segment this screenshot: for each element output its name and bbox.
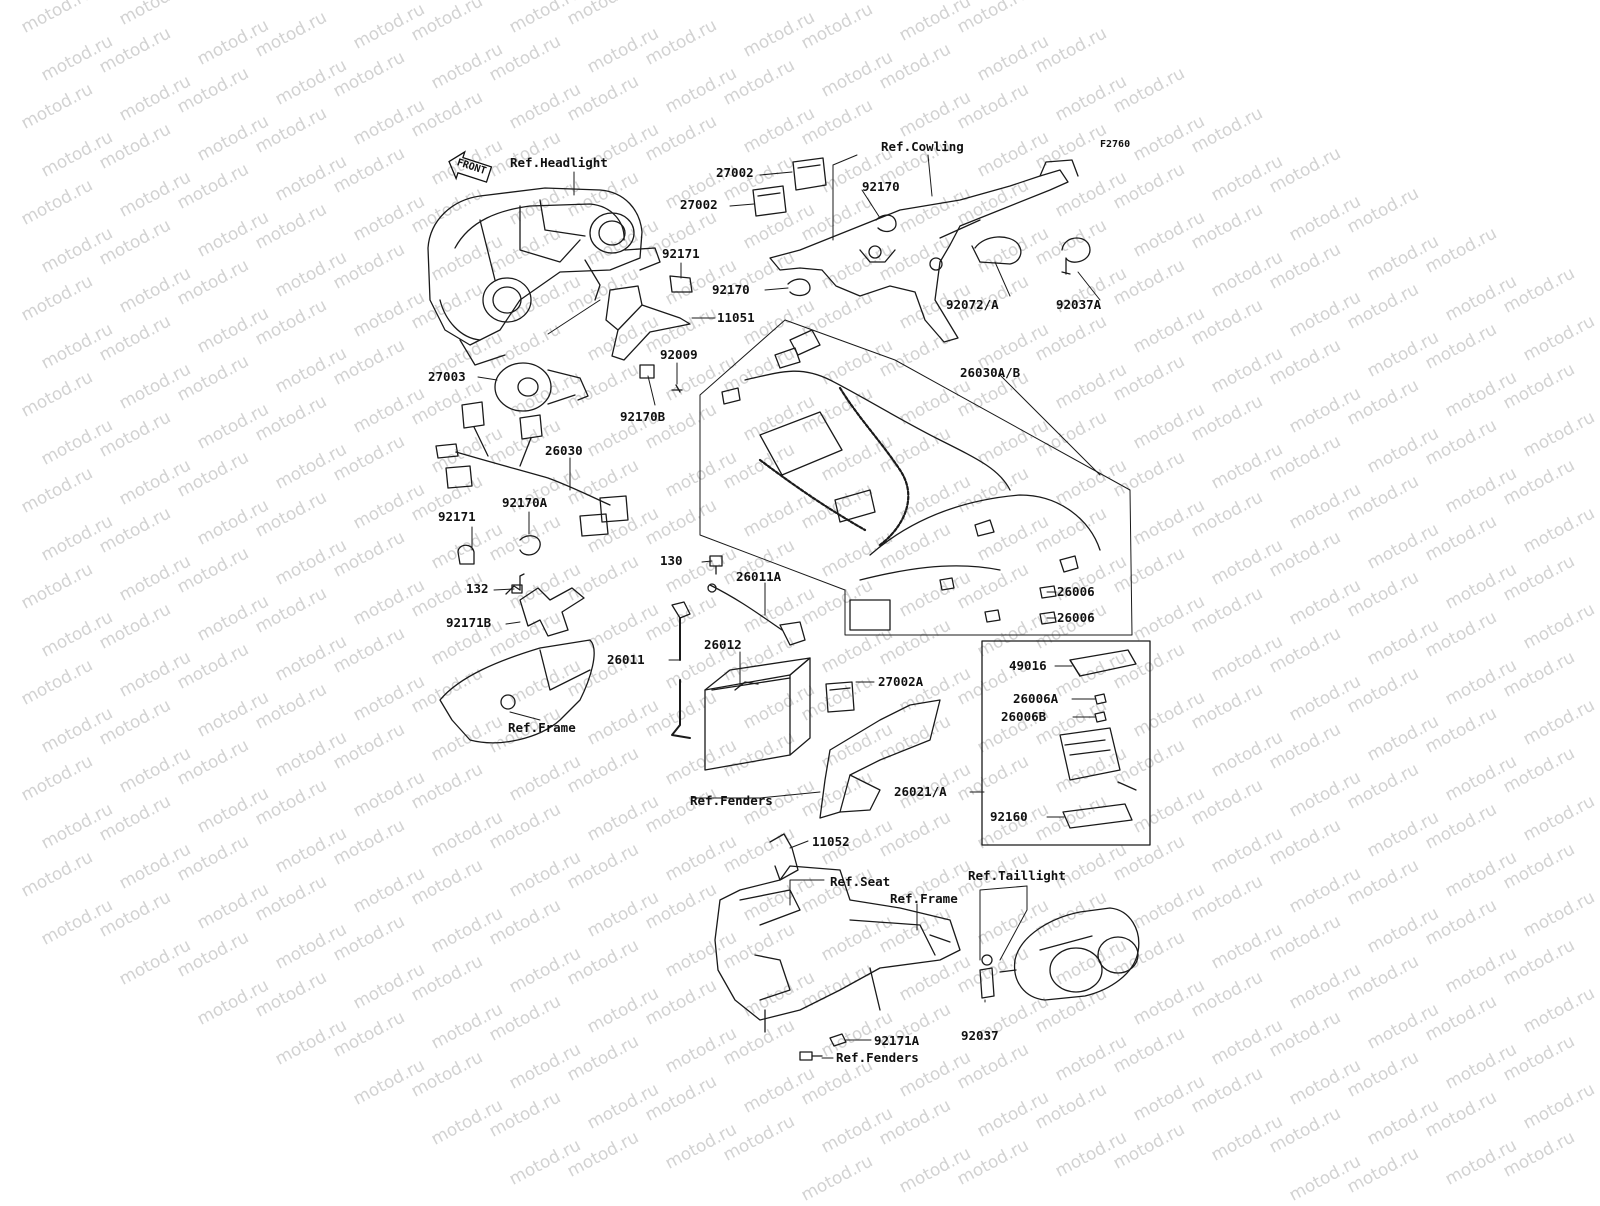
label-27002-a: 27002	[716, 165, 754, 180]
label-92009: 92009	[660, 347, 698, 362]
label-130: 130	[660, 553, 683, 568]
label-26006b: 26006B	[1001, 709, 1047, 724]
headlight-assembly	[427, 187, 661, 366]
label-92171b: 92171B	[446, 615, 492, 630]
label-26012: 26012	[704, 637, 742, 652]
taillight-assembly	[999, 907, 1140, 1001]
label-11052: 11052	[812, 834, 850, 849]
label-92170-mid: 92170	[712, 282, 750, 297]
label-92037: 92037	[961, 1028, 999, 1043]
battery-cable-26011a	[707, 583, 806, 646]
label-26021a: 26021/A	[894, 784, 947, 799]
label-26011a: 26011A	[736, 569, 782, 584]
label-92171a: 92171A	[874, 1033, 920, 1048]
label-49016: 49016	[1009, 658, 1047, 673]
battery-cable-26011	[671, 601, 691, 739]
label-ref-fenders-bottom: Ref.Fenders	[836, 1050, 919, 1065]
label-27002a: 27002A	[878, 674, 924, 689]
sub-harness-26030	[435, 401, 629, 537]
cowling-bracket	[769, 159, 1079, 343]
rear-frame	[714, 865, 961, 1033]
battery-26012	[704, 657, 811, 771]
bolt-130	[709, 555, 723, 575]
label-27003: 27003	[428, 369, 466, 384]
clamp-92171a	[829, 1033, 847, 1047]
clamp-92037a	[1061, 237, 1091, 275]
leader-lines	[471, 154, 1101, 1059]
clamp-92170-mid	[787, 278, 811, 297]
label-ref-fenders-mid: Ref.Fenders	[690, 793, 773, 808]
label-ref-cowling: Ref.Cowling	[881, 139, 964, 154]
label-26006-b: 26006	[1057, 610, 1095, 625]
clamp-92171-left	[457, 544, 475, 565]
front-direction-arrow: FRONT	[441, 142, 497, 194]
label-26006-a: 26006	[1057, 584, 1095, 599]
clamp-92170b	[639, 364, 655, 379]
left-frame-bracket	[439, 573, 595, 744]
figure-code: F2760	[1100, 139, 1131, 150]
label-92072a: 92072/A	[946, 297, 999, 312]
relay-27002-a	[792, 157, 827, 191]
clamp-92171-top	[669, 275, 693, 293]
label-26011: 26011	[607, 652, 645, 667]
strap-92072a	[971, 236, 1022, 265]
label-27002-b: 27002	[680, 197, 718, 212]
label-ref-seat: Ref.Seat	[830, 874, 891, 889]
label-92170a: 92170A	[502, 495, 548, 510]
harness-clips-26006	[1039, 585, 1057, 625]
clamp-92170-top	[875, 214, 897, 233]
label-ref-frame-bottom: Ref.Frame	[890, 891, 958, 906]
label-92037a: 92037A	[1056, 297, 1102, 312]
label-132: 132	[466, 581, 489, 596]
label-92170-top: 92170	[862, 179, 900, 194]
relay-27002-b	[752, 185, 787, 217]
label-92171-top: 92171	[662, 246, 700, 261]
clamp-92170a	[519, 535, 541, 556]
label-26030ab: 26030A/B	[960, 365, 1021, 380]
label-26006a: 26006A	[1013, 691, 1059, 706]
fuse-box-group	[981, 640, 1151, 846]
relay-27002a	[825, 681, 855, 713]
label-92160: 92160	[990, 809, 1028, 824]
label-ref-headlight: Ref.Headlight	[510, 155, 608, 170]
label-ref-frame-left: Ref.Frame	[508, 720, 576, 735]
label-92170b: 92170B	[620, 409, 666, 424]
bolt-92009	[671, 384, 683, 393]
label-11051: 11051	[717, 310, 755, 325]
main-harness-26030ab	[699, 319, 1133, 636]
bracket-11051	[605, 285, 691, 361]
bolt-132	[511, 584, 523, 594]
horn	[494, 362, 589, 412]
bolt-fenders-bottom	[799, 1051, 823, 1061]
arrow-icon	[448, 150, 493, 183]
bracket-11052	[769, 833, 799, 881]
label-ref-taillight: Ref.Taillight	[968, 868, 1066, 883]
label-92171-left: 92171	[438, 509, 476, 524]
battery-case-26021a	[819, 699, 941, 819]
label-26030: 26030	[545, 443, 583, 458]
clamp-92037	[979, 954, 995, 999]
